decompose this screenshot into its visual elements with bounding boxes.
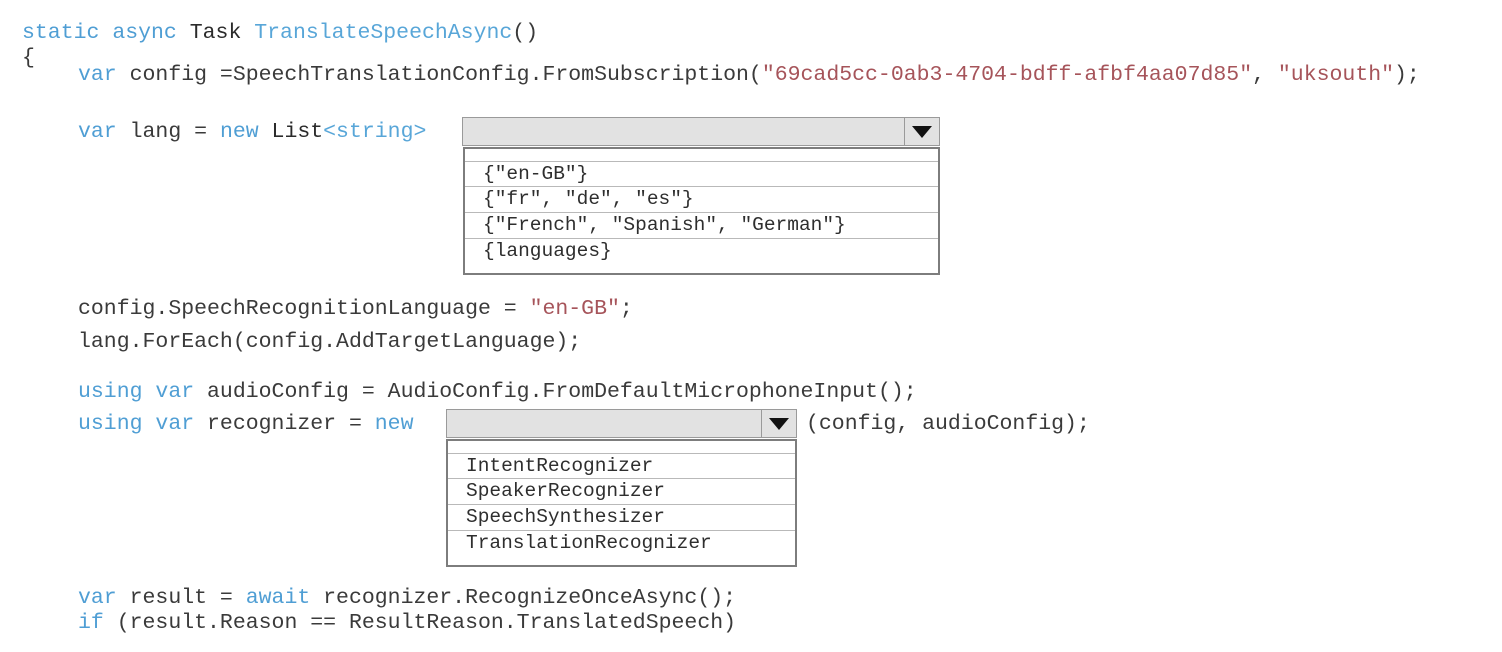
- code-line-if-statement: if (result.Reason == ResultReason.Transl…: [78, 610, 736, 636]
- keyword-new: new: [219, 120, 272, 144]
- list-item[interactable]: TranslationRecognizer: [448, 531, 795, 557]
- code-line-signature: static async Task TranslateSpeechAsync(): [22, 20, 538, 46]
- languages-dropdown-selected-value[interactable]: [463, 118, 904, 145]
- argument-separator: ,: [1252, 63, 1278, 87]
- keyword-new: new: [374, 412, 414, 436]
- list-item[interactable]: SpeakerRecognizer: [448, 479, 795, 505]
- code-line-open-brace: {: [22, 45, 35, 71]
- keyword-static-async: static async: [22, 21, 190, 45]
- config-fromsubscription-call: config =SpeechTranslationConfig.FromSubs…: [129, 63, 762, 87]
- code-line-speech-recognition-language: config.SpeechRecognitionLanguage = "en-G…: [78, 296, 633, 322]
- type-list: List: [271, 120, 324, 144]
- constructor-arguments: (config, audioConfig);: [806, 412, 1090, 436]
- identifier-result: result =: [129, 586, 246, 610]
- keyword-var: var: [78, 586, 130, 610]
- code-line-result-assignment: var result = await recognizer.RecognizeO…: [78, 585, 736, 611]
- keyword-using-var: using var: [78, 412, 208, 436]
- list-item[interactable]: {"fr", "de", "es"}: [465, 187, 938, 213]
- code-line-lang-declaration: var lang = new List<string>: [78, 119, 426, 145]
- recognizer-dropdown-selected-value[interactable]: [447, 410, 761, 437]
- recognizeonceasync-call: recognizer.RecognizeOnceAsync();: [323, 586, 737, 610]
- keyword-await: await: [245, 586, 324, 610]
- config-property-assignment: config.SpeechRecognitionLanguage =: [78, 297, 530, 321]
- identifier-recognizer: recognizer =: [207, 412, 375, 436]
- languages-dropdown-toggle-button[interactable]: [904, 118, 939, 145]
- languages-dropdown-list[interactable]: {"en-GB"} {"fr", "de", "es"} {"French", …: [463, 147, 940, 275]
- keyword-var: var: [78, 120, 130, 144]
- recognizer-dropdown-list[interactable]: IntentRecognizer SpeakerRecognizer Speec…: [446, 439, 797, 567]
- list-item[interactable]: {"en-GB"}: [465, 161, 938, 187]
- statement-tail: );: [1394, 63, 1420, 87]
- identifier-lang: lang =: [129, 120, 220, 144]
- code-line-config-assignment: var config =SpeechTranslationConfig.From…: [78, 62, 1420, 88]
- language-literal: "en-GB": [529, 297, 620, 321]
- brace-open: {: [22, 46, 35, 70]
- languages-dropdown-combobox[interactable]: [462, 117, 940, 146]
- keyword-var: var: [78, 63, 130, 87]
- keyword-using-var: using var: [78, 380, 208, 404]
- audioconfig-assignment: audioConfig = AudioConfig.FromDefaultMic…: [207, 380, 917, 404]
- code-line-recognizer-declaration: using var recognizer = new: [78, 411, 413, 437]
- generic-string: <string>: [323, 120, 427, 144]
- recognizer-dropdown-combobox[interactable]: [446, 409, 797, 438]
- chevron-down-icon: [768, 417, 790, 431]
- list-item[interactable]: IntentRecognizer: [448, 453, 795, 479]
- chevron-down-icon: [911, 125, 933, 139]
- list-item[interactable]: {"French", "Spanish", "German"}: [465, 213, 938, 239]
- region-literal: "uksouth": [1277, 63, 1395, 87]
- code-line-audioconfig: using var audioConfig = AudioConfig.From…: [78, 379, 917, 405]
- list-item[interactable]: SpeechSynthesizer: [448, 505, 795, 531]
- code-line-recognizer-arguments: (config, audioConfig);: [806, 411, 1090, 437]
- method-parens: (): [512, 21, 539, 45]
- if-condition: (result.Reason == ResultReason.Translate…: [116, 611, 737, 635]
- list-item[interactable]: {languages}: [465, 239, 938, 265]
- type-task: Task: [189, 21, 255, 45]
- subscription-key-literal: "69cad5cc-0ab3-4704-bdff-afbf4aa07d85": [761, 63, 1253, 87]
- method-name-translatespeechasync: TranslateSpeechAsync: [254, 21, 513, 45]
- recognizer-dropdown-toggle-button[interactable]: [761, 410, 796, 437]
- statement-tail: ;: [619, 297, 633, 321]
- keyword-if: if: [78, 611, 117, 635]
- foreach-call: lang.ForEach(config.AddTargetLanguage);: [78, 330, 582, 354]
- code-line-foreach-addtargetlanguage: lang.ForEach(config.AddTargetLanguage);: [78, 329, 581, 355]
